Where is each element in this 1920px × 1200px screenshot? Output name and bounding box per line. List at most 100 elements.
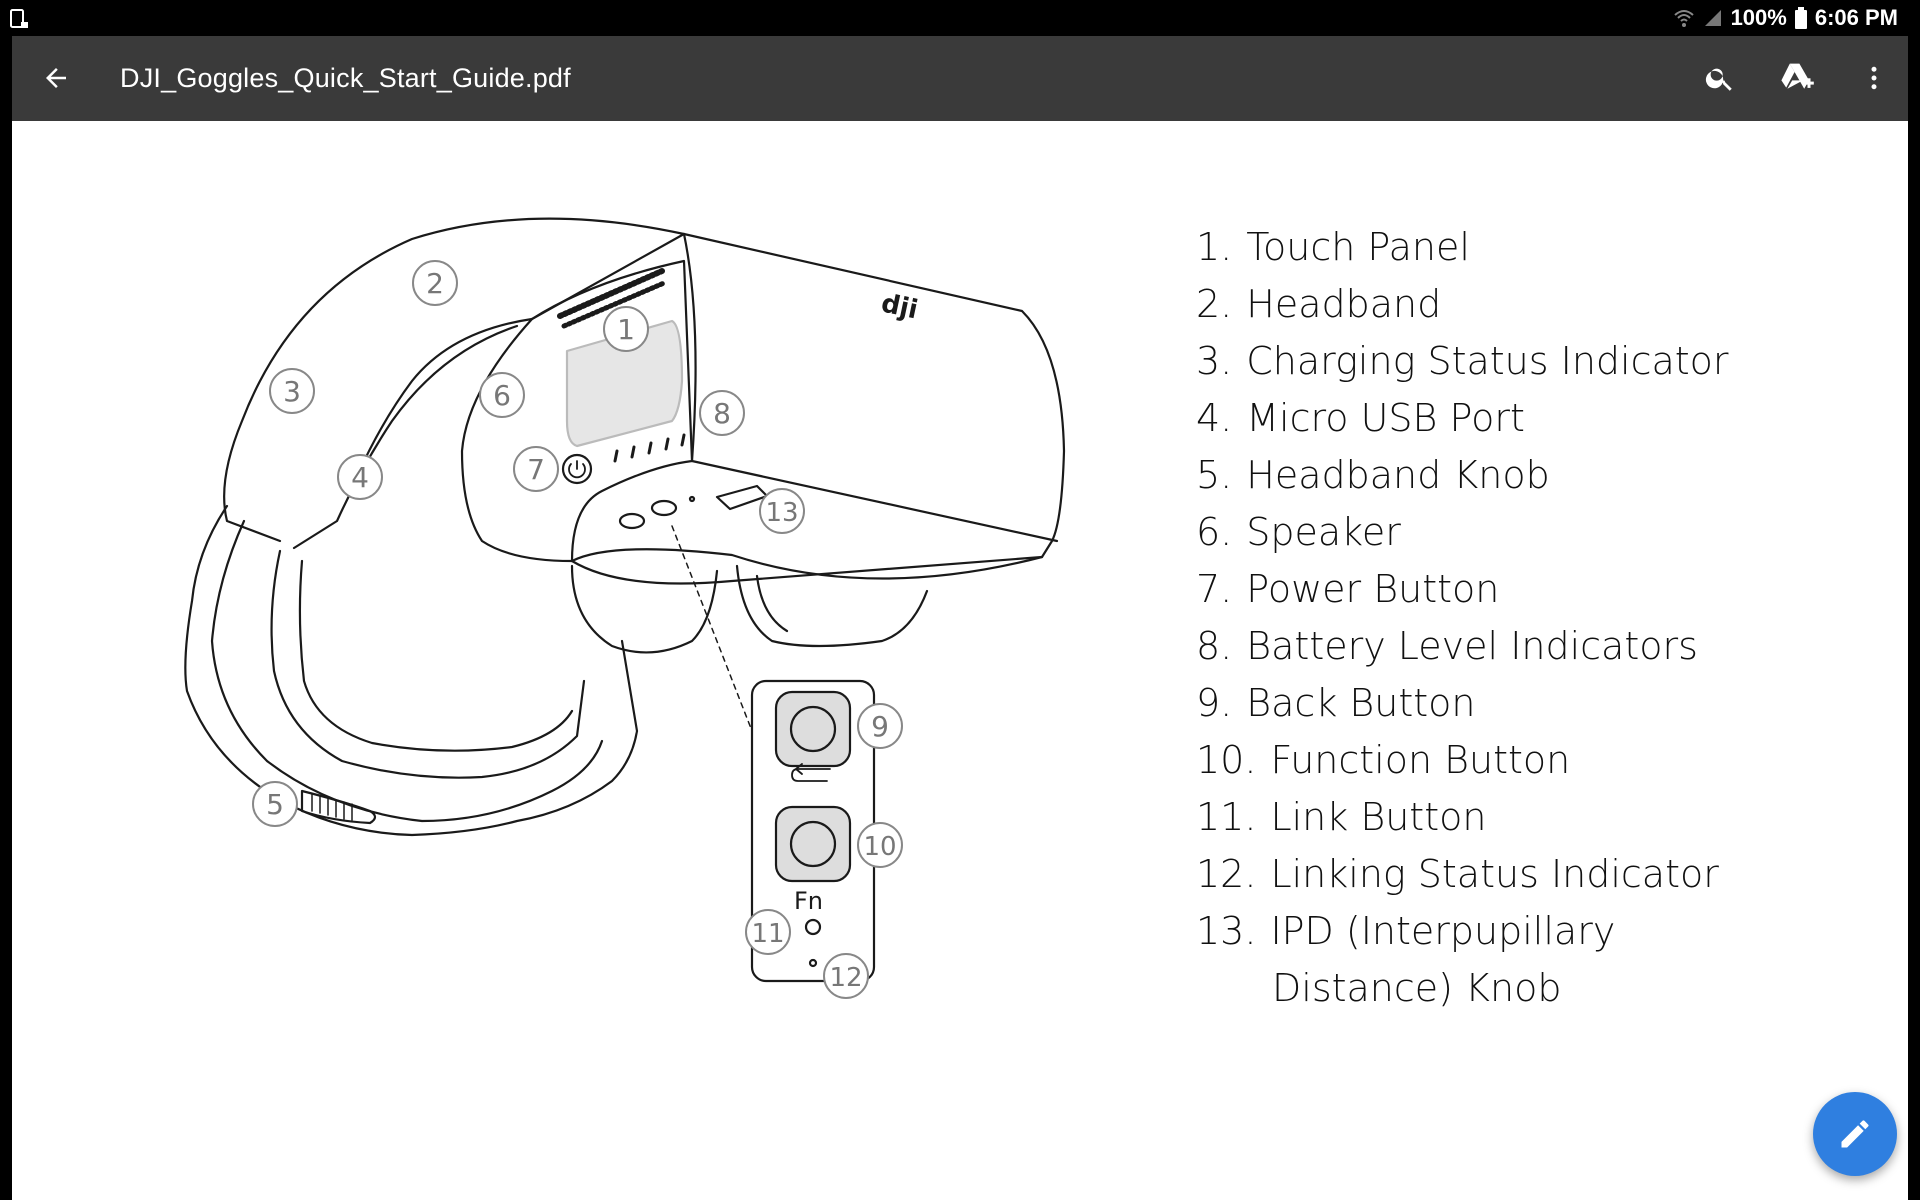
callout-9: 9: [857, 703, 903, 749]
legend-item: 12. Linking Status Indicator: [1196, 846, 1729, 903]
callout-3: 3: [269, 368, 315, 414]
legend-item: 6. Speaker: [1196, 504, 1729, 561]
headband-knob: [300, 789, 377, 825]
legend-label: Headband Knob: [1246, 453, 1550, 497]
legend-number: 2.: [1196, 282, 1233, 326]
legend-number: [1196, 960, 1258, 1017]
wifi-icon: [1673, 10, 1694, 27]
legend-number: 1.: [1196, 225, 1233, 269]
goggles-diagram: dji Fn 1 2 3 4 5 6 7 8 9 10 11 12 13: [184, 217, 1066, 999]
callout-6: 6: [479, 372, 525, 418]
callout-7: 7: [513, 446, 559, 492]
callout-10: 10: [857, 822, 903, 868]
ipd-knob: [715, 484, 769, 511]
legend-label: Back Button: [1246, 681, 1476, 725]
legend-item: 13. IPD (Interpupillary: [1196, 903, 1729, 960]
legend-item-continuation: Distance) Knob: [1196, 960, 1729, 1017]
callout-12: 12: [823, 953, 869, 999]
legend-number: 4.: [1196, 396, 1233, 440]
svg-text:13: 13: [765, 498, 798, 528]
callout-13: 13: [759, 488, 805, 534]
legend-number: 6.: [1196, 510, 1233, 554]
parts-legend: 1. Touch Panel 2. Headband 3. Charging Stat…: [1196, 219, 1729, 1017]
callout-2: 2: [412, 260, 458, 306]
touch-panel: [565, 319, 684, 448]
svg-text:3: 3: [283, 375, 301, 408]
app-bar: DJI_Goggles_Quick_Start_Guide.pdf: [12, 36, 1908, 121]
function-button-illustration: [774, 805, 852, 883]
status-bar: 100% 6:06 PM: [0, 0, 1920, 36]
legend-number: 13.: [1196, 909, 1257, 953]
arrow-back-icon: [46, 68, 66, 88]
legend-label: Link Button: [1270, 795, 1487, 839]
edit-fab-button[interactable]: [1813, 1092, 1897, 1176]
svg-text:9: 9: [871, 710, 889, 743]
pdf-page[interactable]: dji Fn 1 2 3 4 5 6 7 8 9 10 11 12 13 1.T: [12, 121, 1908, 1200]
battery-percent: 100%: [1730, 5, 1787, 30]
legend-number: 11.: [1196, 795, 1257, 839]
notification-icon: [10, 9, 28, 28]
svg-text:7: 7: [527, 453, 545, 486]
legend-number: 8.: [1196, 624, 1233, 668]
fn-label: Fn: [794, 887, 823, 915]
battery-icon: [1794, 7, 1807, 29]
svg-text:12: 12: [829, 963, 862, 993]
back-button-illustration: [774, 690, 852, 768]
legend-label: Speaker: [1246, 510, 1401, 554]
svg-text:4: 4: [351, 461, 369, 494]
legend-item: 4. Micro USB Port: [1196, 390, 1729, 447]
legend-item: 10. Function Button: [1196, 732, 1729, 789]
signal-icon: [1704, 10, 1721, 26]
clock: 6:06 PM: [1814, 5, 1898, 30]
legend-label: Headband: [1246, 282, 1442, 326]
legend-item: 9. Back Button: [1196, 675, 1729, 732]
svg-text:5: 5: [266, 788, 284, 821]
drive-add-icon: [1781, 63, 1814, 89]
more-vert-icon: [1871, 66, 1877, 90]
legend-number: 5.: [1196, 453, 1233, 497]
legend-label: Battery Level Indicators: [1246, 624, 1698, 668]
legend-label: Function Button: [1270, 738, 1571, 782]
headband-outline: [223, 217, 686, 543]
legend-item: 5. Headband Knob: [1196, 447, 1729, 504]
legend-number: 10.: [1196, 738, 1257, 782]
link-button-illustration: [804, 918, 822, 936]
legend-item: 3. Charging Status Indicator: [1196, 333, 1729, 390]
back-button[interactable]: [34, 56, 78, 100]
search-button[interactable]: [1698, 56, 1742, 100]
callout-1: 1: [603, 306, 649, 352]
callouts: 1 2 3 4 5 6 7 8 9 10 11 12 13: [252, 260, 903, 999]
svg-text:1: 1: [617, 313, 635, 346]
svg-text:10: 10: [863, 832, 896, 862]
search-icon: [1705, 68, 1732, 91]
legend-item: 11. Link Button: [1196, 789, 1729, 846]
dji-logo: dji: [879, 289, 921, 326]
svg-text:6: 6: [493, 379, 511, 412]
callout-11: 11: [745, 909, 791, 955]
svg-text:8: 8: [713, 397, 731, 430]
goggle-body: [460, 232, 1066, 580]
legend-number: 7.: [1196, 567, 1233, 611]
power-button: [561, 453, 593, 485]
legend-number: 12.: [1196, 852, 1257, 896]
svg-text:11: 11: [751, 919, 784, 949]
legend-item: 1. Touch Panel: [1196, 219, 1729, 276]
legend-label: Micro USB Port: [1246, 396, 1525, 440]
legend-item: 2. Headband: [1196, 276, 1729, 333]
legend-label: Power Button: [1246, 567, 1500, 611]
callout-8: 8: [699, 390, 745, 436]
legend-number: 3.: [1196, 339, 1233, 383]
more-options-button[interactable]: [1852, 56, 1896, 100]
legend-item: 8. Battery Level Indicators: [1196, 618, 1729, 675]
legend-item: 7. Power Button: [1196, 561, 1729, 618]
callout-5: 5: [252, 781, 298, 827]
add-to-drive-button[interactable]: [1775, 56, 1819, 100]
legend-label: Touch Panel: [1246, 225, 1470, 269]
legend-label: IPD (Interpupillary: [1270, 909, 1616, 953]
document-title: DJI_Goggles_Quick_Start_Guide.pdf: [120, 63, 571, 93]
svg-text:2: 2: [426, 267, 444, 300]
legend-label: Linking Status Indicator: [1270, 852, 1719, 896]
edit-icon: [1841, 1120, 1869, 1148]
legend-label: Charging Status Indicator: [1246, 339, 1729, 383]
legend-number: 9.: [1196, 681, 1233, 725]
